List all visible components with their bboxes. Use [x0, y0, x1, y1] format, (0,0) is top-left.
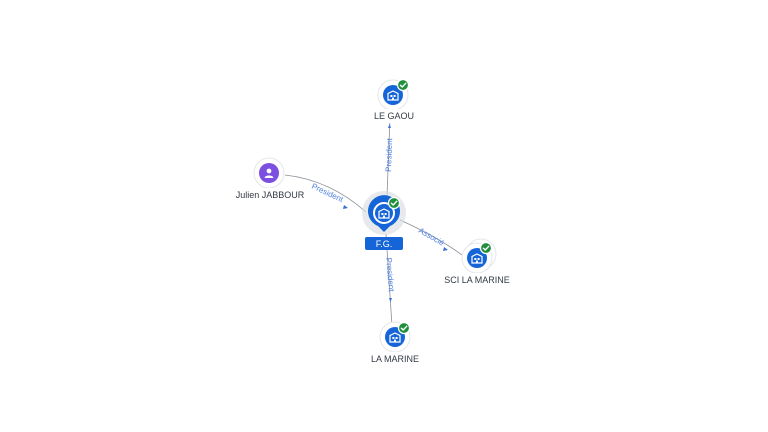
node-julien-jabbour[interactable]: Julien JABBOUR — [228, 157, 312, 202]
verified-badge — [387, 196, 401, 210]
arrow-icon — [389, 298, 392, 302]
arrow-icon — [388, 124, 391, 128]
edge-label: Associé — [417, 226, 446, 248]
node-label: Julien JABBOUR — [236, 190, 305, 200]
verified-badge — [397, 321, 411, 335]
node-label: LE GAOU — [374, 111, 414, 121]
node-sci-la-marine[interactable]: SCI LA MARINE — [437, 238, 517, 287]
edge-label: President — [384, 257, 396, 292]
node-label: LA MARINE — [371, 354, 419, 364]
center-label: F.G. — [376, 239, 393, 249]
node-la-marine[interactable]: LA MARINE — [364, 321, 426, 366]
verified-badge — [396, 78, 410, 92]
arrow-icon — [343, 205, 348, 209]
node-le-gaou[interactable]: LE GAOU — [369, 78, 419, 124]
edge-center-sci: Associé — [399, 219, 467, 259]
edge-label: President — [310, 182, 345, 205]
verified-badge — [479, 241, 493, 255]
node-label: SCI LA MARINE — [444, 275, 510, 285]
node-center[interactable]: F.G. — [362, 191, 406, 250]
arrow-icon — [443, 247, 448, 251]
center-label-box — [365, 237, 403, 250]
edge-center-legaou: President — [384, 117, 394, 197]
edge-label: President — [384, 137, 394, 172]
